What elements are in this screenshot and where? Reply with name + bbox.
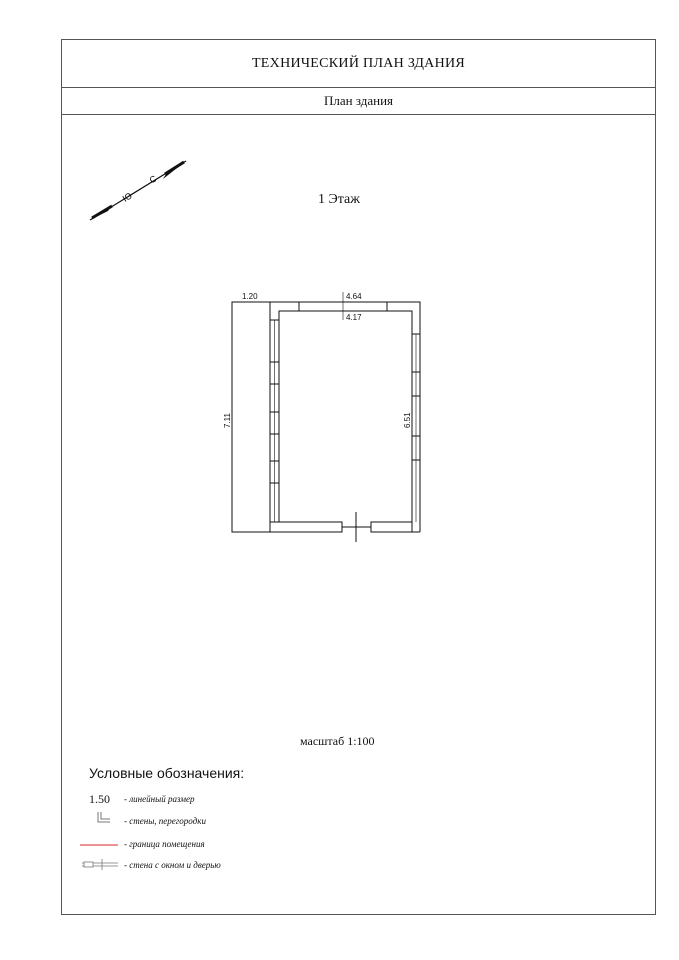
document-title: ТЕХНИЧЕСКИЙ ПЛАН ЗДАНИЯ: [62, 40, 655, 88]
right-wall-windows: [411, 334, 421, 522]
walls: [269, 301, 421, 533]
floor-label: 1 Этаж: [318, 192, 360, 207]
legend-item-walls: - стены, перегородки: [124, 816, 206, 826]
dimension-right-height: 6.51: [403, 412, 412, 428]
annex-outline: [231, 301, 271, 533]
legend-sample-number: 1.50: [89, 792, 110, 806]
compass-north-label: С: [148, 173, 159, 185]
legend-item-linear-dimension: - линейный размер: [124, 794, 195, 804]
entrance-door: [342, 512, 371, 542]
document-subtitle: План здания: [62, 88, 655, 115]
compass-arrow-icon: [89, 160, 187, 221]
legend-title: Условные обозначения:: [89, 765, 245, 781]
legend-item-wall-window-door: - стена с окном и дверью: [124, 860, 221, 870]
dimension-left-height: 7.11: [223, 412, 232, 428]
legend-item-room-boundary: - граница помещения: [124, 839, 205, 849]
dimension-top-inner: 4.17: [346, 313, 362, 322]
legend-wall-window-door-symbol-icon: [82, 859, 118, 870]
legend-wall-symbol-icon: [97, 812, 110, 823]
dimension-top-outer: 4.64: [346, 292, 362, 301]
compass-south-label: Ю: [121, 191, 134, 204]
left-wall-windows: [269, 320, 280, 522]
scale-label: масштаб 1:100: [300, 734, 375, 748]
plan-sheet: ТЕХНИЧЕСКИЙ ПЛАН ЗДАНИЯ План здания: [61, 39, 656, 915]
dimension-lines: [299, 292, 387, 320]
dimension-left-width: 1.20: [242, 292, 258, 301]
